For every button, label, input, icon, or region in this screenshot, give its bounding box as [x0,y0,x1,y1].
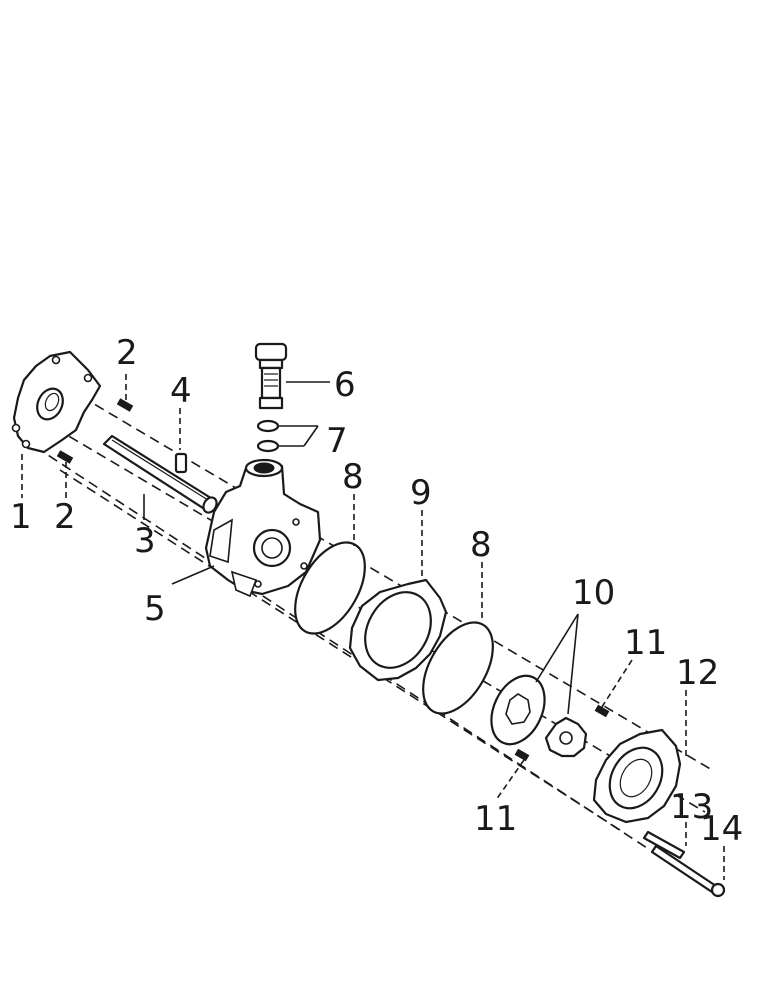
end-cover-plate [11,350,102,454]
callout-8-rear: 8 [470,525,492,565]
leader-lines [21,374,725,880]
callout-5: 5 [144,589,166,629]
long-bolt [650,844,726,898]
callout-13: 13 [670,787,713,827]
callout-14: 14 [700,809,743,849]
rear-cover [592,728,682,824]
rotor-pin-lower [514,748,530,762]
gear-ring-housing [348,578,448,682]
dowel-pin-lower [56,450,74,464]
callout-11-upper: 11 [624,623,667,663]
callout-4: 4 [170,371,192,411]
callout-9: 9 [410,473,432,513]
o-ring-rear [422,621,494,715]
callout-2-lower: 2 [54,497,76,537]
callout-10: 10 [572,573,615,613]
callout-7: 7 [326,421,348,461]
pump-body-housing [204,458,322,598]
relief-valve [254,342,288,410]
callout-12: 12 [676,653,719,693]
sealing-washers [256,419,280,453]
outer-gear-rotor [490,674,546,746]
callout-labels: 1 2 2 3 4 5 6 7 8 9 8 10 11 12 11 13 14 [10,333,743,849]
callout-6: 6 [334,365,356,405]
shaft-key [174,452,188,474]
dowel-pin-upper [116,398,134,412]
callout-1: 1 [10,497,32,537]
callout-8-front: 8 [342,457,364,497]
callout-11-lower: 11 [474,799,517,839]
drive-shaft [102,434,218,514]
inner-gear-rotor [544,716,588,758]
rotor-pin-upper [594,704,610,718]
callout-3: 3 [134,521,156,561]
o-ring-front [294,541,366,635]
short-bolt [642,830,686,860]
callout-2-upper: 2 [116,333,138,373]
